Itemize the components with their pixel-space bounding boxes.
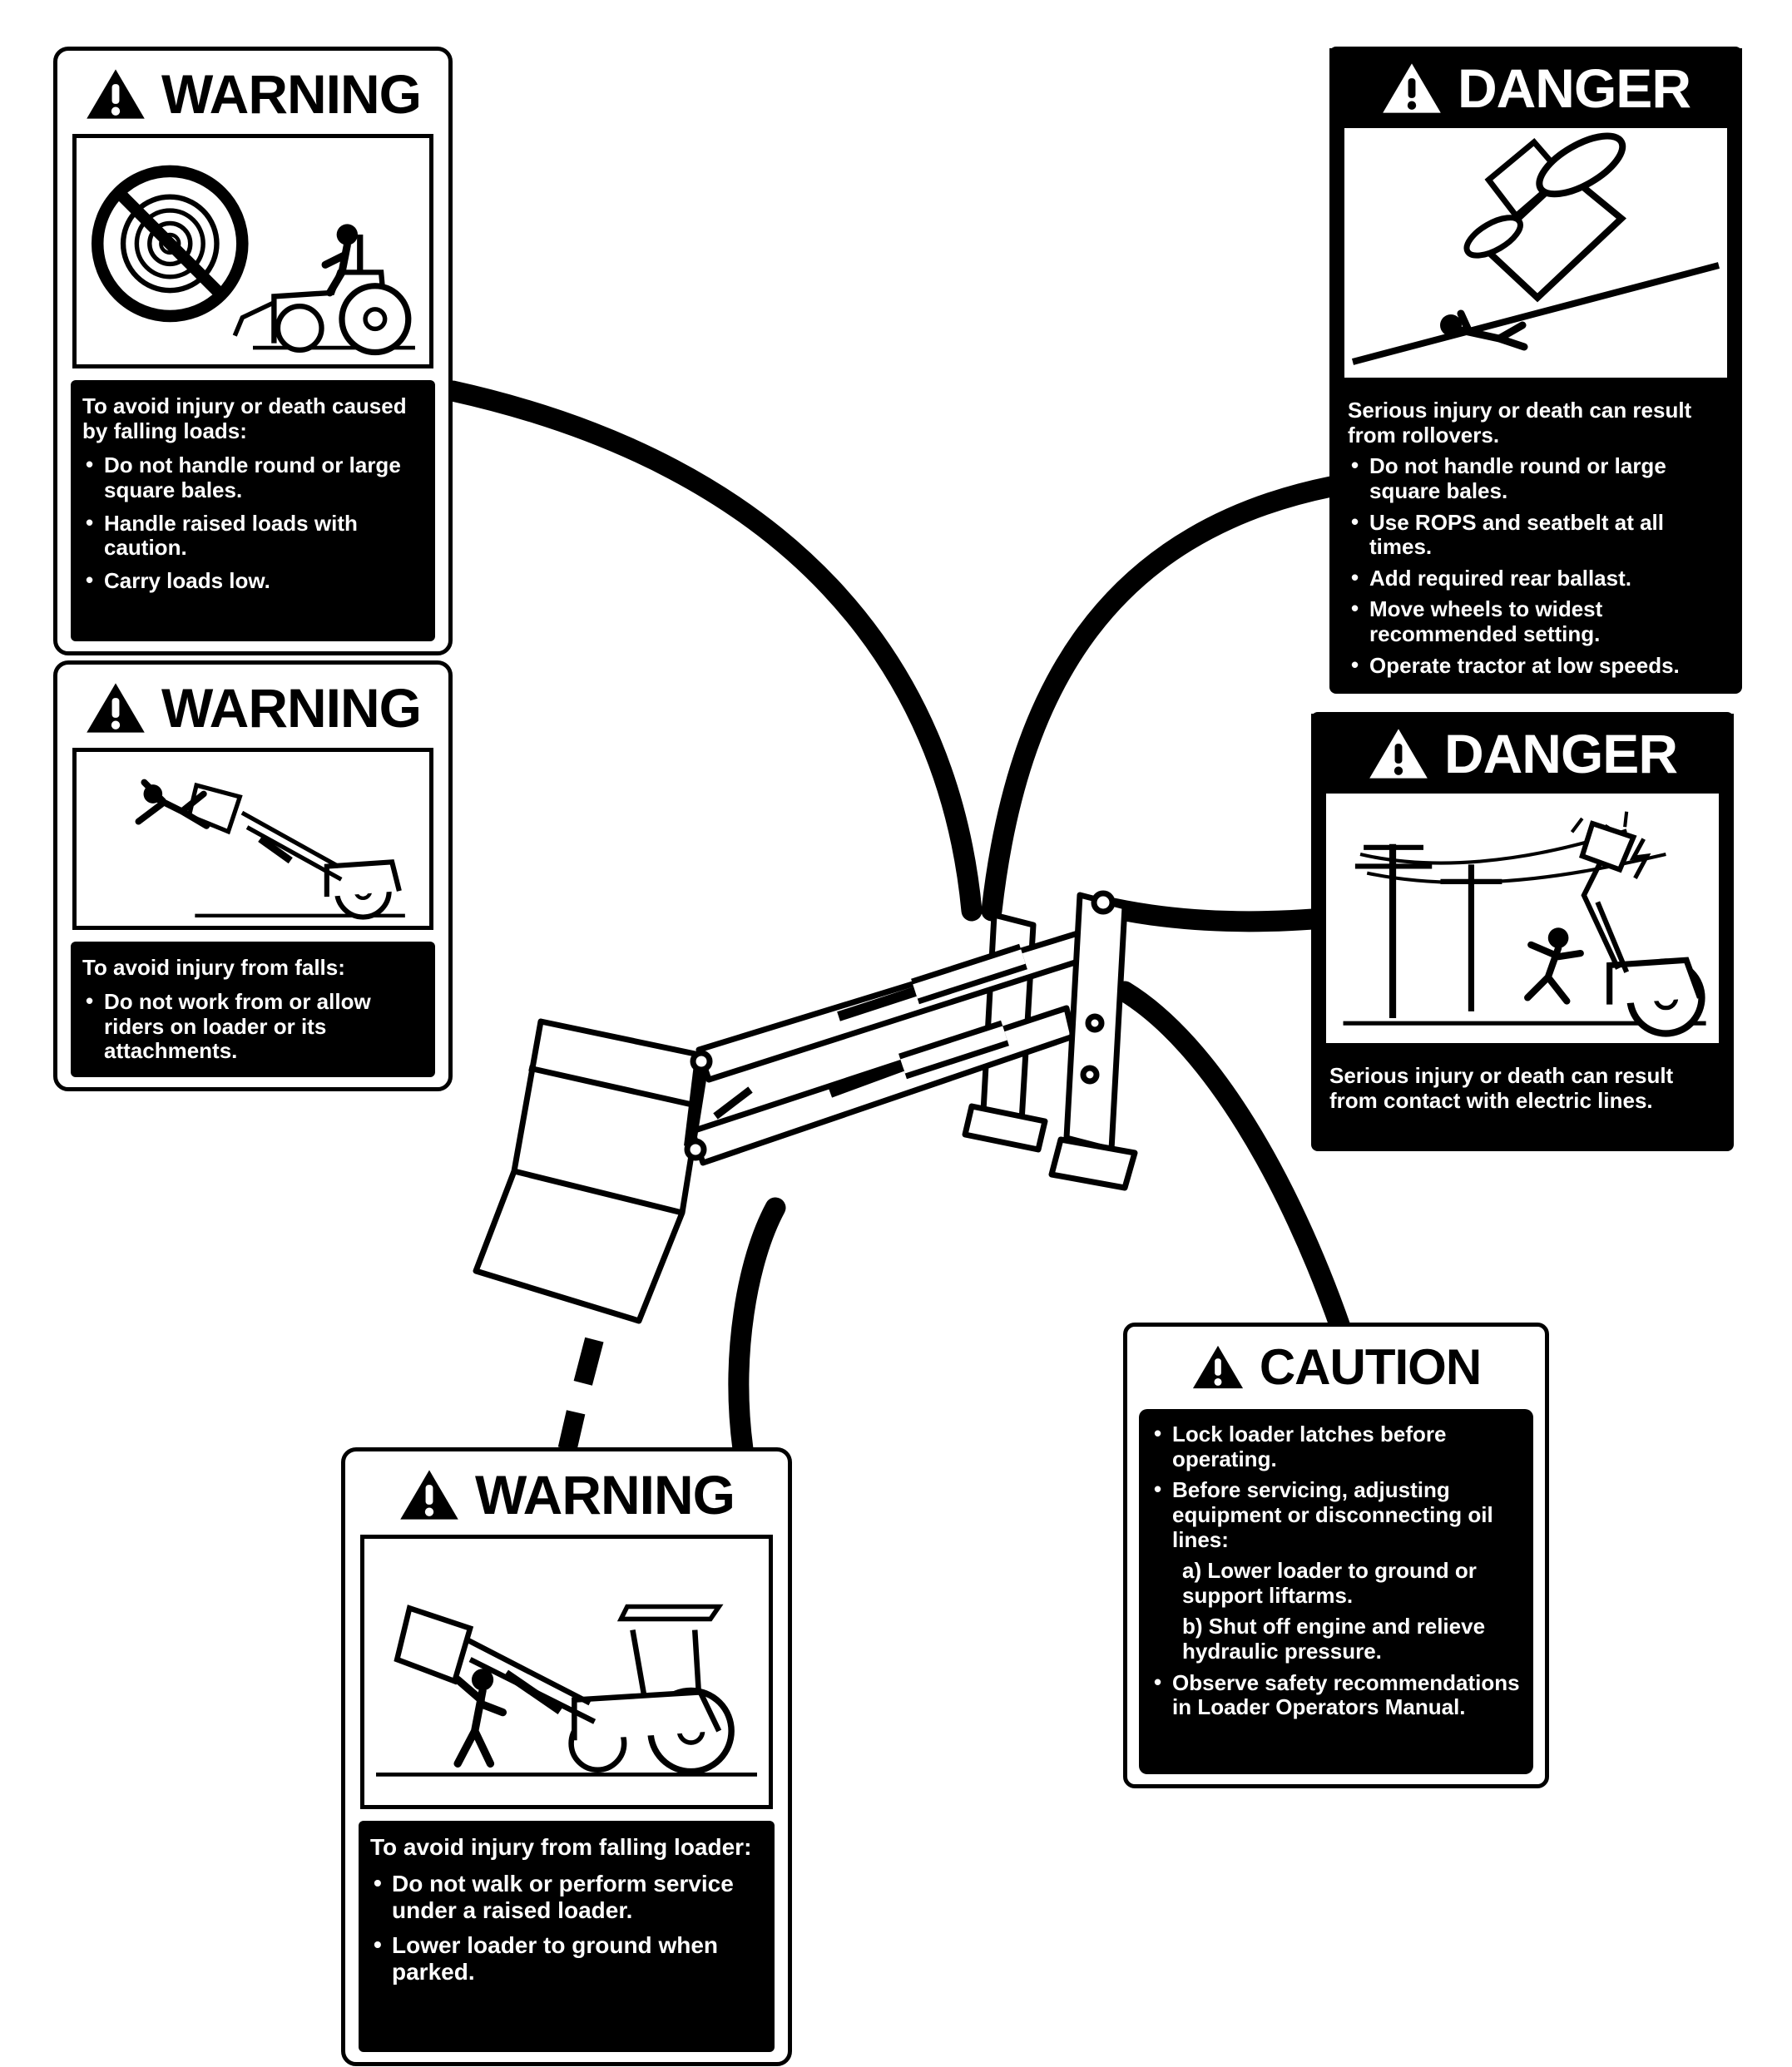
loader-bucket-floor-edge: [513, 1168, 683, 1216]
leader-line-warning-bales: [442, 380, 983, 922]
loader-bucket: [473, 1018, 710, 1324]
danger-intro: Serious injury or death can result from …: [1348, 398, 1692, 448]
warning-bullet-list: Do not handle round or large square bale…: [82, 452, 423, 594]
warning-header-text: WARNING: [475, 1464, 735, 1526]
fall-from-loader-pictogram: [72, 748, 433, 930]
fall-from-loader-art: [135, 779, 405, 920]
warning-label-falling-loader: WARNING To avoid injury from falling loa…: [341, 1447, 792, 2066]
caution-text-panel: Lock loader latches before operating. Be…: [1139, 1409, 1533, 1774]
electric-lines-art: [1343, 811, 1706, 1037]
rollover-art: [1351, 132, 1720, 365]
loader-line-drawing: [473, 890, 1138, 1324]
danger-label-electric-lines: DANGER: [1311, 712, 1734, 1151]
caution-bullet-list: Lock loader latches before operating. Be…: [1151, 1422, 1522, 1720]
danger-intro: Serious injury or death can result from …: [1329, 1063, 1674, 1114]
warning-header: WARNING: [66, 54, 440, 132]
loader-cylinder-near-body: [900, 1026, 1007, 1074]
danger-bullet-list: Do not handle round or large square bale…: [1348, 453, 1724, 679]
loader-front-mast-foot: [1048, 1136, 1138, 1191]
bullet-item: Handle raised loads with caution.: [82, 511, 423, 561]
bullet-item: Lock loader latches before operating.: [1151, 1422, 1522, 1471]
loader-piston-near: [828, 1061, 905, 1098]
warning-label-falling-loads: WARNING To avoid injury o: [53, 47, 453, 655]
bullet-item: Do not handle round or large square bale…: [1348, 453, 1724, 503]
warning-text-panel: To avoid injury from falls: Do not work …: [71, 941, 435, 1077]
danger-header: DANGER: [1311, 714, 1734, 792]
bullet-item: Observe safety recommendations in Loader…: [1151, 1670, 1522, 1720]
loader-mast-pin: [1091, 890, 1116, 915]
leader-line-warning-falling-loader: [728, 1197, 786, 1460]
warning-bullet-list: Do not walk or perform service under a r…: [370, 1870, 763, 1985]
leader-line-danger-electric: [1102, 898, 1324, 932]
loader-piston-far: [837, 987, 917, 1021]
leader-line-danger-rollover: [981, 476, 1342, 922]
raised-loader-art: [376, 1604, 757, 1777]
warning-header: WARNING: [66, 668, 440, 746]
warning-text-panel: To avoid injury or death caused by falli…: [71, 380, 435, 641]
bullet-item: Do not work from or allow riders on load…: [82, 989, 423, 1064]
bullet-item: Do not handle round or large square bale…: [82, 452, 423, 502]
danger-triangle-icon: [1369, 729, 1428, 779]
bullet-item: Before servicing, adjusting equipment or…: [1151, 1477, 1522, 1552]
danger-header-text: DANGER: [1457, 57, 1691, 119]
loader-rear-mast-foot: [962, 1103, 1048, 1153]
leader-lines: [442, 380, 1352, 1460]
bullet-item: Operate tractor at low speeds.: [1348, 653, 1724, 679]
caution-triangle-icon: [1192, 1345, 1243, 1389]
warning-intro: To avoid injury from falling loader:: [370, 1834, 752, 1860]
caution-header: CAUTION: [1136, 1330, 1537, 1402]
bullet-item: Do not walk or perform service under a r…: [370, 1870, 763, 1924]
caution-header-text: CAUTION: [1259, 1339, 1482, 1395]
bullet-item: Move wheels to widest recommended settin…: [1348, 596, 1724, 646]
warning-intro: To avoid injury from falls:: [82, 954, 345, 980]
loader-rear-mast: [980, 912, 1037, 1125]
loader-bucket-lip: [528, 1065, 693, 1108]
warning-text-panel: To avoid injury from falling loader: Do …: [359, 1821, 775, 2052]
bullet-item: Use ROPS and seatbelt at all times.: [1348, 510, 1724, 560]
warning-bullet-list: Do not work from or allow riders on load…: [82, 989, 423, 1064]
bullet-item: Carry loads low.: [82, 568, 423, 594]
danger-header-text: DANGER: [1443, 723, 1678, 784]
warning-header-text: WARNING: [161, 63, 422, 125]
raised-loader-pictogram: [360, 1535, 773, 1809]
danger-text-panel: Serious injury or death can result from …: [1329, 386, 1742, 684]
danger-text-panel: Serious injury or death can result from …: [1311, 1051, 1734, 1141]
warning-triangle-icon: [87, 683, 145, 733]
loader-mast-bolt: [1085, 1013, 1105, 1033]
warning-intro: To avoid injury or death caused by falli…: [82, 393, 407, 444]
electric-lines-pictogram: [1326, 794, 1719, 1043]
no-round-bales-pictogram: [72, 134, 433, 368]
danger-header: DANGER: [1329, 48, 1742, 126]
danger-triangle-icon: [1383, 63, 1441, 113]
caution-label-latches: CAUTION Lock loader latches before opera…: [1123, 1323, 1549, 1788]
warning-triangle-icon: [87, 69, 145, 119]
sub-item: b) Shut off engine and relieve hydraulic…: [1182, 1614, 1486, 1664]
loader-cylinder-far-body: [913, 949, 1026, 999]
bullet-item: Lower loader to ground when parked.: [370, 1931, 763, 1985]
warning-header: WARNING: [354, 1455, 780, 1533]
loader-crossbar: [684, 1064, 704, 1147]
bullet-item: Add required rear ballast.: [1348, 566, 1724, 591]
warning-label-falls: WARNING To avoid injury from falls: Do n…: [53, 660, 453, 1091]
no-round-bales-art: [91, 165, 415, 356]
warning-triangle-icon: [400, 1470, 458, 1520]
danger-label-rollover: DANGER Serious injury or death can resul…: [1329, 47, 1742, 694]
loader-mast-bolt: [1080, 1065, 1100, 1085]
leader-line-caution: [1114, 981, 1352, 1340]
warning-header-text: WARNING: [161, 677, 422, 739]
loader-bucket-link: [713, 1086, 753, 1120]
sub-item: a) Lower loader to ground or support lif…: [1182, 1558, 1477, 1608]
loader-hinge-pin: [690, 1050, 713, 1073]
loader-hinge-pin: [684, 1138, 707, 1161]
rollover-pictogram: [1344, 128, 1727, 378]
